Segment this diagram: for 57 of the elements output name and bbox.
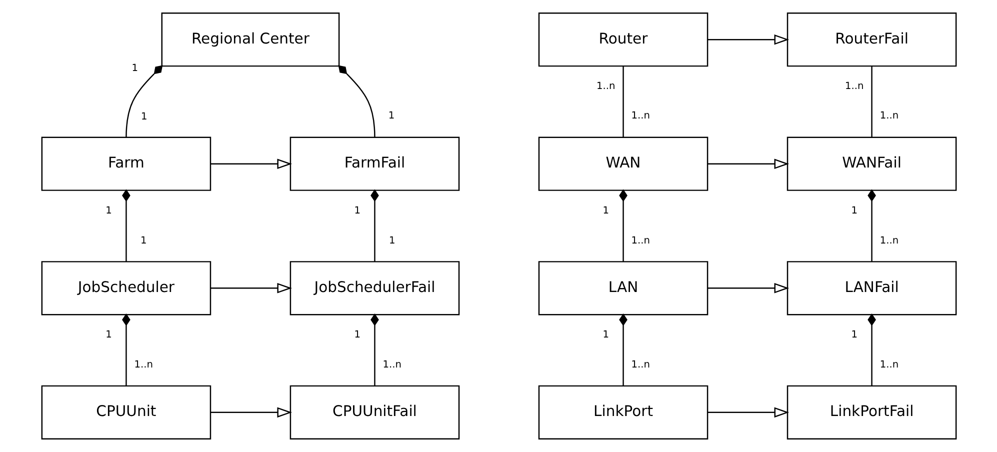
node-box: LAN [538,261,708,316]
node-box: Router [538,12,708,67]
arrow [210,407,292,418]
node-box: CPUUnit [40,385,211,440]
node-box: JobScheduler [40,261,211,316]
connector [125,65,162,138]
label: 1 [388,110,394,122]
label: 1..n [630,235,650,246]
connector [622,66,624,137]
label: 1 [105,205,112,216]
arrow [210,158,292,170]
label: 1 [388,235,395,246]
label: 1 [140,235,146,246]
label: 1 [602,330,608,341]
label: 1..n [134,360,152,371]
label: 1..n [382,360,401,371]
label: 1..n [630,360,650,371]
connector [338,65,375,138]
label: 1 [105,330,112,341]
node-box: WANFail [786,136,956,191]
connector [122,189,130,262]
node-box: FarmFail [289,136,460,191]
node-box: LinkPort [538,385,708,440]
label: 1 [131,62,138,74]
connector [867,189,876,262]
label: 1 [140,112,147,123]
label: 1 [354,205,360,216]
connector [370,313,378,386]
node-box: Regional Center [160,12,340,67]
label: 1..n [596,81,615,92]
connector [870,66,872,137]
node-box: LinkPortFail [786,385,956,440]
node-box: Farm [40,136,211,191]
label: 1 [602,205,608,216]
node-box: CPUUnitFail [289,385,460,440]
label: 1..n [844,81,864,92]
label: 1..n [879,110,898,122]
label: 1 [850,330,858,341]
label: 1..n [630,110,650,122]
label: 1..n [879,235,898,246]
node-box: JobSchedulerFail [289,261,460,316]
node-box: RouterFail [786,12,956,67]
arrow [707,158,789,170]
label: 1 [354,330,360,341]
node-box: LANFail [786,261,956,316]
connector [867,313,876,386]
label: 1..n [879,360,898,371]
arrow [707,34,789,45]
connector [370,189,378,262]
node-box: WAN [538,136,708,191]
connector [618,313,627,386]
connector [618,189,627,262]
connector [122,313,130,386]
label: 1 [850,205,858,216]
arrow [210,282,292,294]
arrow [707,407,789,418]
arrow [707,282,789,294]
